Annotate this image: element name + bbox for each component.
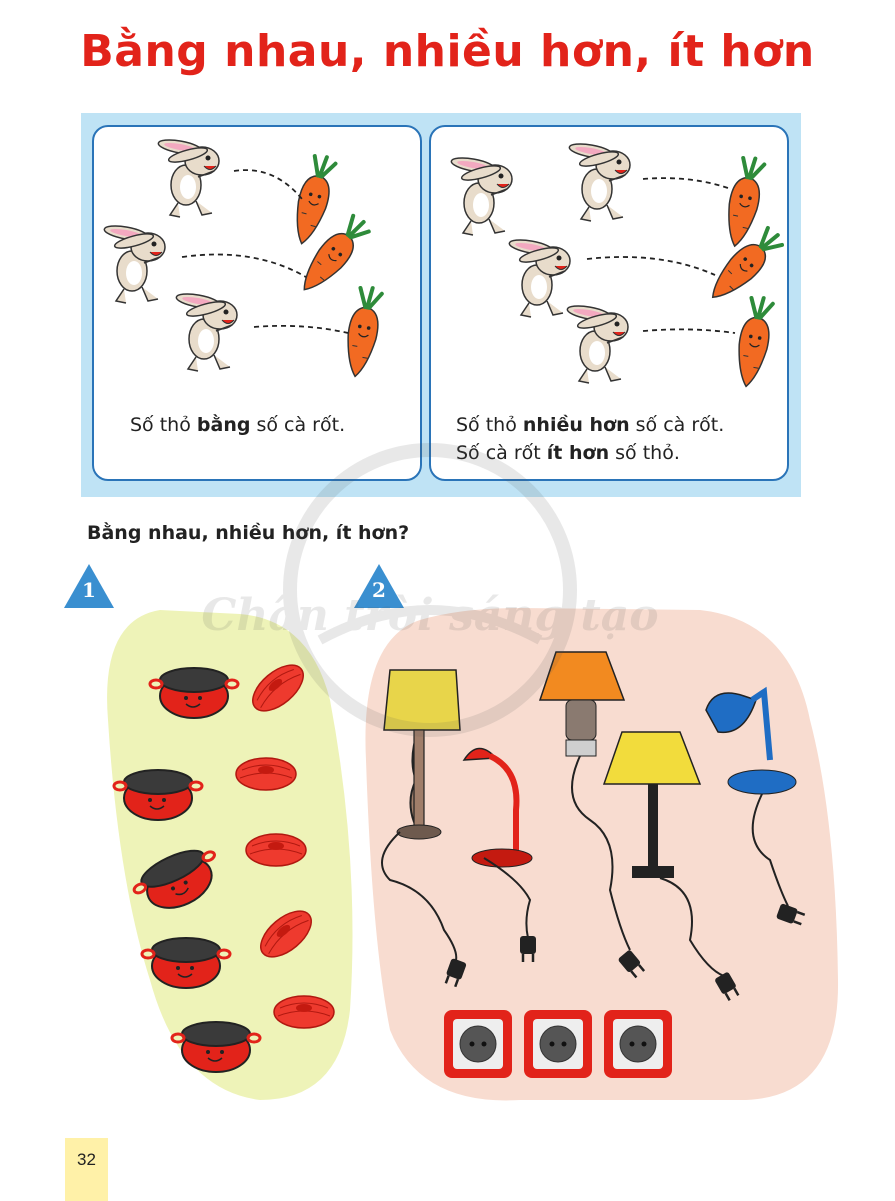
caption-line-1: Số thỏ nhiều hơn số cà rốt. bbox=[456, 411, 724, 439]
equal-caption: Số thỏ bằng số cà rốt. bbox=[130, 411, 345, 439]
page-title: Bằng nhau, nhiều hơn, ít hơn bbox=[80, 26, 815, 77]
caption-bold: nhiều hơn bbox=[522, 414, 630, 436]
desk-lamp-red bbox=[462, 747, 533, 868]
rabbits-carrots-equal-illustration bbox=[102, 136, 387, 381]
lid-3 bbox=[245, 833, 307, 867]
lid-5 bbox=[273, 995, 335, 1029]
more-fewer-example-card: Số thỏ nhiều hơn số cà rốt. Số cà rốt ít… bbox=[429, 125, 789, 481]
rabbit-1 bbox=[449, 154, 513, 236]
caption-bold: bằng bbox=[196, 414, 251, 436]
socket-2 bbox=[523, 1009, 593, 1079]
page-number: 32 bbox=[77, 1150, 96, 1169]
rabbit-2 bbox=[102, 222, 166, 304]
caption-text: Số thỏ bbox=[456, 414, 523, 436]
carrot-3 bbox=[730, 293, 778, 391]
exercise-1-marker: 1 bbox=[64, 564, 114, 608]
caption-text: số cà rốt. bbox=[250, 414, 346, 436]
rabbit-2 bbox=[567, 140, 631, 222]
exercise-2-marker: 2 bbox=[354, 564, 404, 608]
equal-example-card: Số thỏ bằng số cà rốt. bbox=[92, 125, 422, 481]
page-number-tab: 32 bbox=[65, 1138, 108, 1201]
desk-lamp-blue bbox=[705, 686, 797, 795]
rabbit-3 bbox=[174, 290, 238, 372]
floor-lamp-yellow bbox=[383, 669, 461, 840]
socket-1 bbox=[443, 1009, 513, 1079]
rabbit-1 bbox=[156, 136, 220, 218]
socket-3 bbox=[603, 1009, 673, 1079]
lid-2 bbox=[235, 757, 297, 791]
caption-text: số cà rốt. bbox=[629, 414, 725, 436]
exercise-1-number: 1 bbox=[82, 578, 96, 602]
caption-text: Số thỏ bbox=[130, 414, 197, 436]
floor-lamp-black bbox=[602, 731, 702, 878]
table-lamp-orange bbox=[538, 651, 626, 757]
exercise-scene bbox=[107, 608, 839, 1101]
caption-text: số thỏ. bbox=[609, 442, 680, 464]
exercise-2-number: 2 bbox=[372, 578, 386, 602]
caption-line-2: Số cà rốt ít hơn số thỏ. bbox=[456, 439, 724, 467]
caption-text: Số cà rốt bbox=[456, 442, 547, 464]
rabbit-4 bbox=[565, 302, 629, 384]
rabbits-carrots-unequal-illustration bbox=[449, 140, 791, 391]
carrot-1 bbox=[718, 153, 770, 252]
exercise-question: Bằng nhau, nhiều hơn, ít hơn? bbox=[87, 522, 410, 544]
caption-bold: ít hơn bbox=[546, 442, 610, 464]
carrot-1 bbox=[285, 151, 341, 250]
rabbit-3 bbox=[507, 236, 571, 318]
more-fewer-caption: Số thỏ nhiều hơn số cà rốt. Số cà rốt ít… bbox=[456, 411, 724, 467]
